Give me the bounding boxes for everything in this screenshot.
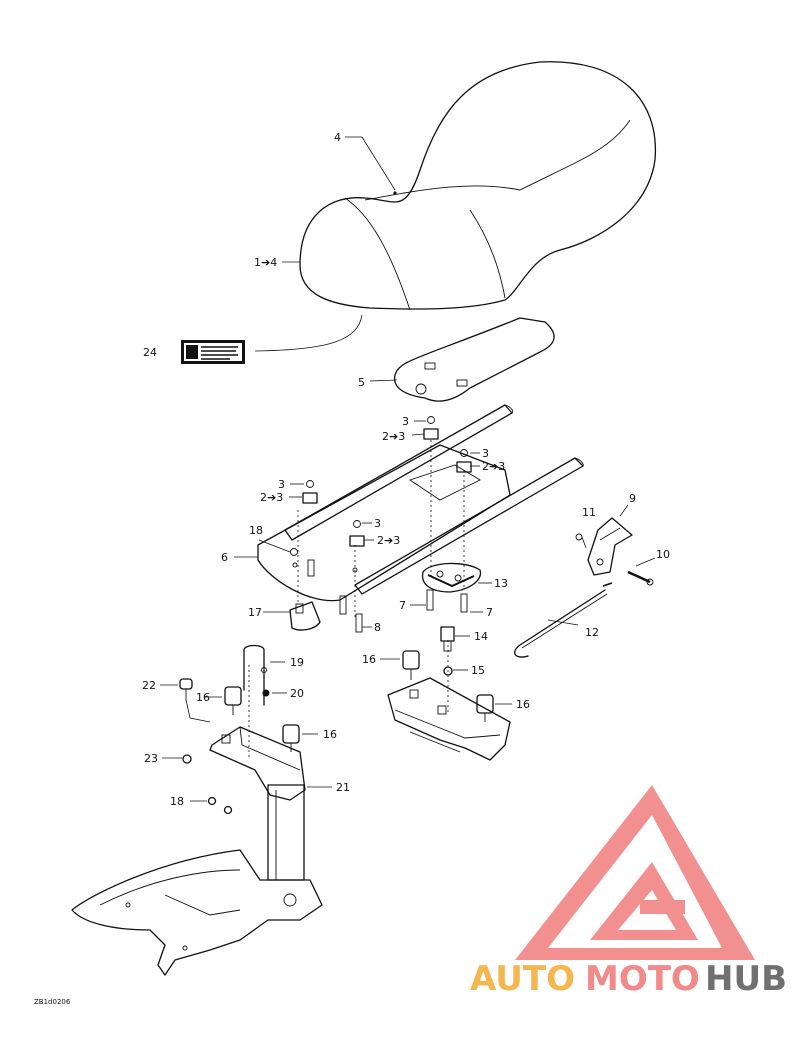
callout-16d: 16 <box>323 728 337 741</box>
logo-word-moto: MOTO <box>585 959 700 999</box>
pin-11 <box>575 533 583 541</box>
callout-20: 20 <box>290 687 304 700</box>
decal-label <box>181 340 245 364</box>
callout-8: 8 <box>374 621 381 634</box>
callout-12: 12 <box>585 626 599 639</box>
callout-labels: 4 1➔4 24 5 3 2➔3 3 2➔3 3 2➔3 3 2➔3 18 6 … <box>142 131 670 808</box>
spring-14 <box>440 626 455 652</box>
seat <box>299 61 657 311</box>
callout-1-4: 1➔4 <box>254 256 277 269</box>
callout-18a: 18 <box>249 524 263 537</box>
logo-word-auto: AUTO <box>470 959 575 999</box>
bolt-10 <box>627 570 654 586</box>
nut-23 <box>182 754 192 764</box>
bumper <box>224 686 242 715</box>
callout-6: 6 <box>221 551 228 564</box>
callout-16a: 16 <box>362 653 376 666</box>
nut-18-lower-b <box>223 805 233 815</box>
nut-18-lower-a <box>207 796 217 806</box>
callout-7b: 7 <box>486 606 493 619</box>
u-bolt-19 <box>243 644 267 706</box>
callout-5: 5 <box>358 376 365 389</box>
callout-11: 11 <box>582 506 596 519</box>
callout-9: 9 <box>629 492 636 505</box>
callout-23: 23 <box>144 752 158 765</box>
drawing-code: ZB1d0206 <box>34 998 71 1006</box>
callout-2-3d: 2➔3 <box>377 534 400 547</box>
seat-frame <box>257 404 584 602</box>
callout-22: 22 <box>142 679 156 692</box>
callout-13: 13 <box>494 577 508 590</box>
rear-support <box>387 677 511 761</box>
automotohub-logo <box>515 785 755 960</box>
seat-marker <box>393 191 397 195</box>
callout-19: 19 <box>290 656 304 669</box>
callout-2-3b: 2➔3 <box>482 460 505 473</box>
leader-lines <box>160 136 656 802</box>
washer-15 <box>443 666 453 676</box>
nut-20 <box>262 689 270 697</box>
bumper <box>282 724 300 752</box>
callout-10: 10 <box>656 548 670 561</box>
callout-3d: 3 <box>374 517 381 530</box>
assembly-lines <box>248 440 465 760</box>
callout-3c: 3 <box>278 478 285 491</box>
callout-3a: 3 <box>402 415 409 428</box>
callout-14: 14 <box>474 630 488 643</box>
callout-24: 24 <box>143 346 157 359</box>
pivot-base-13 <box>421 562 482 593</box>
callout-16b: 16 <box>196 691 210 704</box>
callout-4: 4 <box>334 131 341 144</box>
seat-pad <box>393 317 555 402</box>
bumper <box>402 650 420 680</box>
frame-screws <box>307 559 468 633</box>
logo-bar <box>640 900 685 914</box>
callout-2-3a: 2➔3 <box>382 430 405 443</box>
latch-9 <box>587 517 633 576</box>
cable-rod-12 <box>514 582 613 658</box>
callout-2-3c: 2➔3 <box>260 491 283 504</box>
callout-15: 15 <box>471 664 485 677</box>
callout-21: 21 <box>336 781 350 794</box>
bolt-22 <box>179 678 193 700</box>
callout-3b: 3 <box>482 447 489 460</box>
callout-7a: 7 <box>399 599 406 612</box>
bracket-17 <box>289 601 321 631</box>
logo-word-hub: HUB <box>705 959 787 999</box>
chassis-frame <box>71 849 323 976</box>
frame-nuts <box>290 416 472 556</box>
callout-18b: 18 <box>170 795 184 808</box>
callout-16c: 16 <box>516 698 530 711</box>
callout-17: 17 <box>248 606 262 619</box>
